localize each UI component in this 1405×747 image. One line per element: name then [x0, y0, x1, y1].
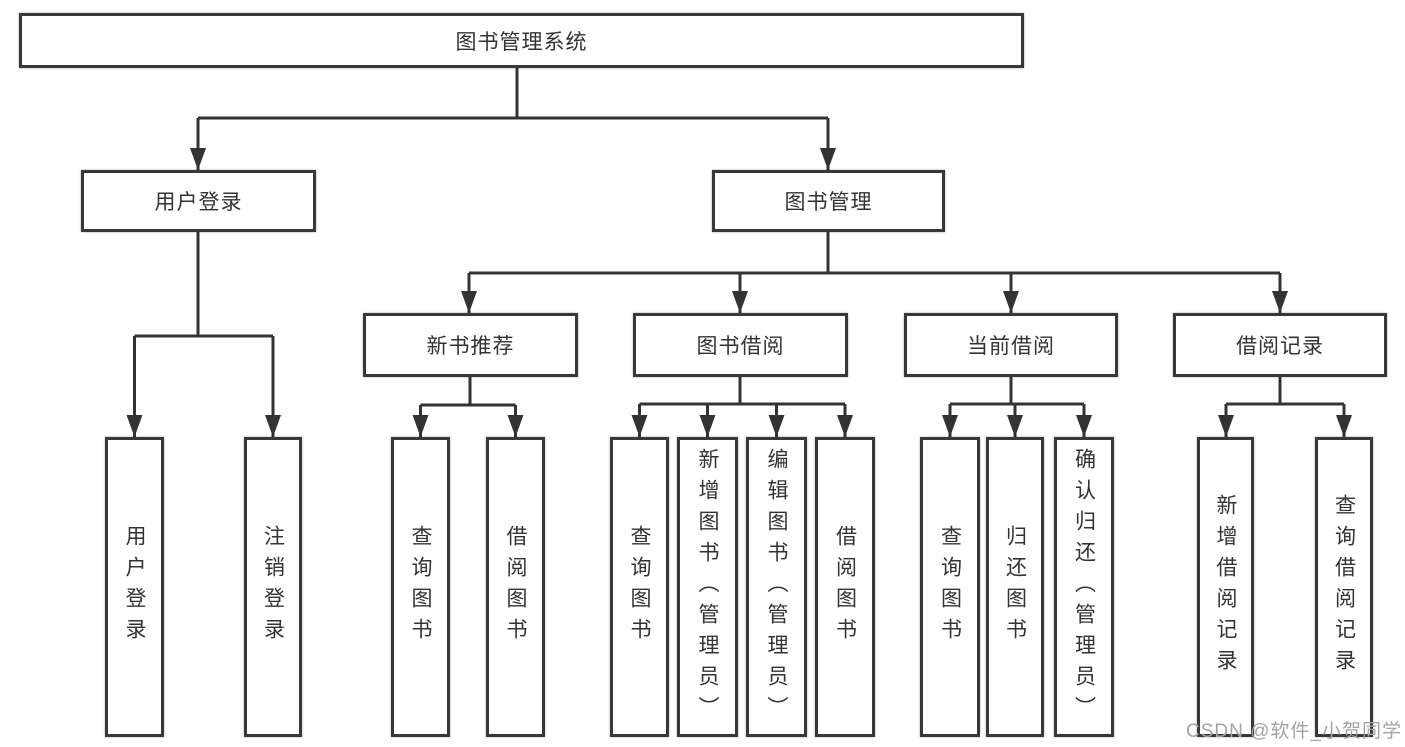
node-label: 新书推荐 — [426, 335, 515, 358]
leaf-return-books: 归还图书 — [986, 437, 1044, 737]
arrow-down-icon — [126, 415, 143, 437]
arrow-down-icon — [1272, 291, 1288, 313]
connector-new-book-recommend-children — [412, 377, 524, 437]
arrow-down-icon — [412, 415, 429, 437]
connector-book-management-children — [461, 232, 1288, 313]
leaf-label: 编辑图书（管理员） — [765, 447, 788, 727]
node-label: 借阅记录 — [1236, 335, 1324, 358]
leaf-label: 用户登录 — [123, 525, 146, 649]
leaf-label: 查询图书 — [628, 525, 651, 649]
connector-current-borrow-children — [942, 377, 1092, 437]
leaf-label: 确认归还（管理员） — [1072, 447, 1096, 727]
arrow-down-icon — [820, 148, 836, 170]
node-label: 图书管理 — [784, 191, 873, 214]
node-new-book-recommend: 新书推荐 — [363, 313, 578, 377]
node-user-login: 用户登录 — [81, 170, 316, 232]
leaf-user-login: 用户登录 — [105, 437, 164, 737]
arrow-down-icon — [699, 415, 716, 437]
arrow-down-icon — [768, 415, 785, 437]
watermark: CSDN @软件_小贺同学 — [1186, 721, 1402, 742]
leaf-label: 借阅图书 — [833, 525, 857, 649]
leaf-edit-books-admin: 编辑图书（管理员） — [746, 437, 807, 737]
arrow-down-icon — [1218, 415, 1234, 437]
arrow-down-icon — [837, 415, 853, 437]
arrow-down-icon — [1007, 415, 1023, 437]
node-label: 图书借阅 — [696, 335, 785, 358]
connector-book-borrow-children — [631, 377, 853, 437]
leaf-query-books-current: 查询图书 — [920, 437, 980, 737]
leaf-label: 新增借阅记录 — [1214, 494, 1237, 680]
leaf-borrow-books-recommend: 借阅图书 — [486, 437, 545, 737]
leaf-query-borrow-record: 查询借阅记录 — [1315, 437, 1373, 737]
arrow-down-icon — [190, 148, 206, 170]
node-borrow-record: 借阅记录 — [1173, 313, 1387, 377]
leaf-label: 新增图书（管理员） — [696, 447, 719, 727]
node-label: 当前借阅 — [967, 335, 1055, 358]
arrow-down-icon — [942, 415, 958, 437]
arrow-down-icon — [631, 415, 648, 437]
leaf-label: 归还图书 — [1003, 525, 1027, 649]
leaf-borrow-books: 借阅图书 — [815, 437, 875, 737]
node-current-borrow: 当前借阅 — [904, 313, 1118, 377]
arrow-down-icon — [1336, 415, 1352, 437]
node-label: 图书管理系统 — [455, 30, 588, 54]
leaf-add-books-admin: 新增图书（管理员） — [677, 437, 738, 737]
leaf-confirm-return-admin: 确认归还（管理员） — [1054, 437, 1114, 737]
arrow-down-icon — [732, 291, 748, 313]
leaf-label: 借阅图书 — [504, 525, 527, 649]
leaf-query-books-borrow: 查询图书 — [610, 437, 669, 737]
leaf-label: 查询图书 — [938, 525, 962, 649]
leaf-label: 查询图书 — [409, 525, 432, 649]
leaf-label: 注销登录 — [261, 525, 285, 649]
arrow-down-icon — [461, 291, 477, 313]
node-book-borrow: 图书借阅 — [633, 313, 848, 377]
arrow-down-icon — [265, 415, 281, 437]
arrow-down-icon — [1003, 291, 1019, 313]
connector-borrow-record-children — [1218, 377, 1352, 437]
connector-root-to-level2 — [190, 68, 836, 170]
node-book-management: 图书管理 — [712, 170, 945, 232]
arrow-down-icon — [507, 415, 524, 437]
connector-user-login-children — [126, 232, 281, 437]
node-root-system: 图书管理系统 — [19, 13, 1024, 68]
leaf-add-borrow-record: 新增借阅记录 — [1197, 437, 1254, 737]
leaf-label: 查询借阅记录 — [1332, 494, 1356, 680]
node-label: 用户登录 — [154, 191, 243, 214]
leaf-query-books-recommend: 查询图书 — [391, 437, 450, 737]
leaf-logout: 注销登录 — [244, 437, 302, 737]
arrow-down-icon — [1076, 415, 1092, 437]
